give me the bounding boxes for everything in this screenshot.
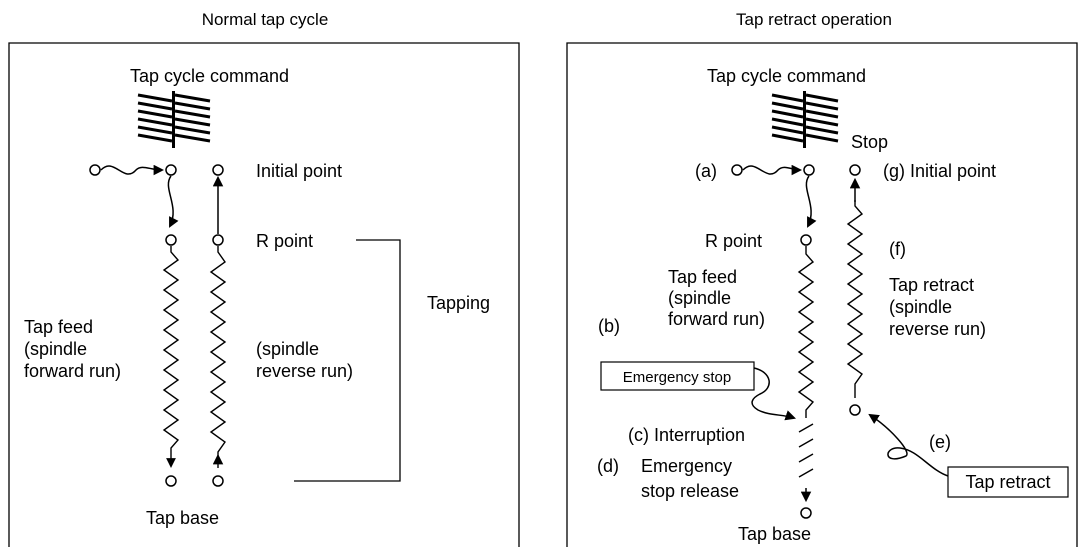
d-label-line2: stop release	[641, 481, 739, 501]
tapping-label: Tapping	[427, 293, 490, 313]
normal-heading: Normal tap cycle	[202, 10, 329, 29]
r-point-label: R point	[256, 231, 313, 251]
rapid-to-r-arrow	[167, 175, 179, 228]
label-f: (f)	[889, 239, 906, 259]
tap-tool-icon-retract	[771, 91, 839, 148]
c-interruption-label: (c) Interruption	[628, 425, 745, 445]
stop-label: Stop	[851, 132, 888, 152]
tap-base-label-retract: Tap base	[738, 524, 811, 544]
final-initial-point-marker	[849, 164, 861, 176]
return-base-marker	[212, 475, 224, 487]
normal-command-label: Tap cycle command	[130, 66, 289, 86]
feed-label-line1: Tap feed	[24, 317, 93, 337]
approach-arrow	[100, 164, 165, 176]
tap-base-marker-retract	[800, 507, 812, 519]
reverse-label-line1: (spindle	[256, 339, 319, 359]
tap-retract-box-label: Tap retract	[965, 472, 1050, 492]
reverse-label-line2: reverse run)	[256, 361, 353, 381]
retract-label-line3: reverse run)	[889, 319, 986, 339]
approach-arrow-retract	[742, 164, 803, 176]
label-d: (d)	[597, 456, 619, 476]
retract-command-label: Tap cycle command	[707, 66, 866, 86]
reverse-zigzag	[209, 246, 227, 468]
interrupted-segment	[798, 423, 814, 478]
tapping-bracket	[294, 239, 401, 482]
return-initial-point-marker	[212, 164, 224, 176]
retract-label-line2: (spindle	[889, 297, 952, 317]
normal-tap-cycle-panel: Normal tap cycle Tap cycle command	[8, 10, 520, 547]
initial-point-marker-retract	[803, 164, 815, 176]
tap-base-label: Tap base	[146, 508, 219, 528]
emergency-stop-box-label: Emergency stop	[623, 369, 731, 386]
normal-frame	[8, 42, 520, 547]
retract-zigzag	[846, 200, 864, 398]
return-r-point-marker	[212, 234, 224, 246]
feed-label-line3: forward run)	[24, 361, 121, 381]
r-point-marker	[165, 234, 177, 246]
feed-label-line3-retract: forward run)	[668, 309, 765, 329]
r-point-label-retract: R point	[705, 231, 762, 251]
feed-label-line1-retract: Tap feed	[668, 267, 737, 287]
label-a: (a)	[695, 161, 717, 181]
retract-label-line1: Tap retract	[889, 275, 974, 295]
feed-label-line2-retract: (spindle	[668, 288, 731, 308]
initial-point-label: Initial point	[256, 161, 342, 181]
rapid-to-r-arrow-retract	[805, 175, 817, 228]
tap-feed-zigzag	[162, 246, 180, 468]
d-label-line1: Emergency	[641, 456, 732, 476]
tap-retract-panel: Tap retract operation Tap cycle command	[566, 10, 1078, 547]
emergency-stop-pointer	[751, 367, 796, 421]
label-b: (b)	[598, 316, 620, 336]
retract-frame	[566, 42, 1078, 547]
start-point-marker	[89, 164, 101, 176]
tap-tool-icon	[137, 91, 211, 148]
retract-start-marker	[849, 404, 861, 416]
g-initial-point-label: (g) Initial point	[883, 161, 996, 181]
retract-heading: Tap retract operation	[736, 10, 892, 29]
tap-retract-pointer	[868, 413, 949, 477]
start-point-marker-retract	[731, 164, 743, 176]
tap-base-marker	[165, 475, 177, 487]
tap-retract-box	[947, 466, 1069, 498]
tap-feed-zigzag-retract	[797, 246, 815, 418]
initial-point-marker	[165, 164, 177, 176]
emergency-stop-box	[600, 361, 755, 391]
feed-label-line2: (spindle	[24, 339, 87, 359]
label-e: (e)	[929, 432, 951, 452]
r-point-marker-retract	[800, 234, 812, 246]
